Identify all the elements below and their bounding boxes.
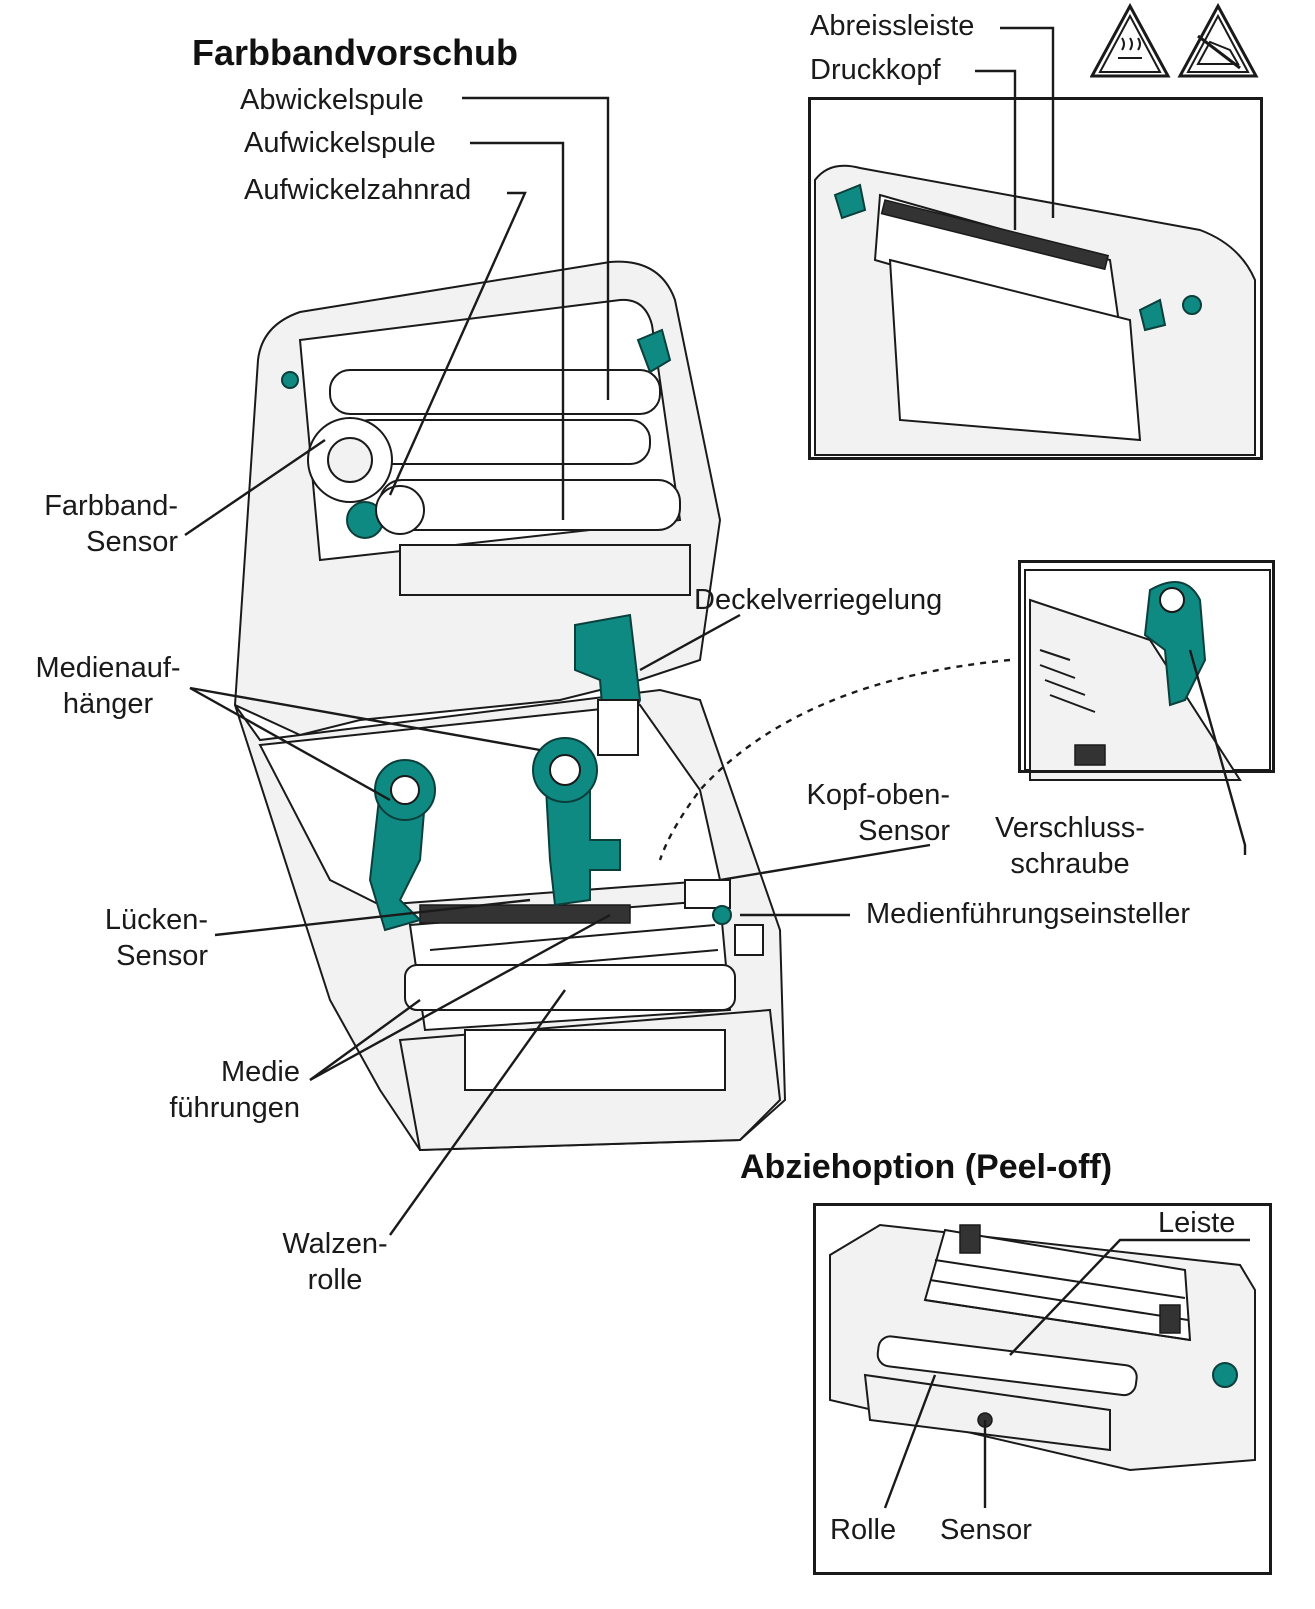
- label-medie-fuehrungen-line1: Medie: [221, 1056, 300, 1088]
- label-luecken-sensor-line1: Lücken-: [104, 904, 208, 936]
- label-farbband-sensor-line2: Sensor: [86, 526, 178, 558]
- label-medienaufhaenger: Medienauf- hänger: [8, 650, 208, 722]
- leader-lines: [184, 26, 1250, 1509]
- esd-caution-icon: [1177, 2, 1259, 78]
- label-abreissleiste: Abreissleiste: [810, 10, 975, 42]
- latch-inset-frame: [1018, 560, 1275, 773]
- label-leiste: Leiste: [1158, 1207, 1236, 1239]
- peel-off-inset-illustration: [829, 1223, 1256, 1472]
- warning-icons: [1090, 2, 1259, 78]
- label-druckkopf: Druckkopf: [810, 54, 941, 86]
- label-walzenrolle: Walzen- rolle: [250, 1226, 420, 1298]
- label-farbband-sensor: Farbband- Sensor: [0, 488, 178, 560]
- label-walzenrolle-line1: Walzen-: [282, 1228, 388, 1260]
- label-walzenrolle-line2: rolle: [307, 1264, 363, 1296]
- label-verschlussschraube: Verschluss- schraube: [960, 810, 1180, 882]
- label-medie-fuehrungen-line2: führungen: [169, 1092, 300, 1124]
- label-medienaufhaenger-line2: hänger: [62, 688, 154, 720]
- label-aufwickelspule: Aufwickelspule: [244, 127, 436, 159]
- label-luecken-sensor: Lücken- Sensor: [40, 902, 208, 974]
- label-farbband-sensor-line1: Farbband-: [44, 490, 178, 522]
- label-rolle: Rolle: [830, 1514, 897, 1546]
- label-kopf-oben-sensor-line1: Kopf-oben-: [806, 779, 951, 811]
- peel-option-title: Abziehoption (Peel-off): [740, 1148, 1113, 1186]
- label-medienaufhaenger-line1: Medienauf-: [35, 652, 181, 684]
- label-deckelverriegelung: Deckelverriegelung: [694, 584, 943, 616]
- label-verschlussschraube-line2: schraube: [1010, 848, 1130, 880]
- printhead-inset-illustration: [814, 164, 1256, 456]
- latch-inset-illustration: [1024, 569, 1271, 781]
- printhead-inset-frame: [808, 97, 1263, 460]
- label-kopf-oben-sensor: Kopf-oben- Sensor: [760, 777, 951, 849]
- label-medienfuehrungseinsteller: Medienführungseinsteller: [866, 898, 1191, 930]
- label-verschlussschraube-line1: Verschluss-: [995, 812, 1145, 844]
- label-medie-fuehrungen: Medie führungen: [120, 1054, 300, 1126]
- label-aufwickelzahnrad: Aufwickelzahnrad: [244, 174, 472, 206]
- label-luecken-sensor-line2: Sensor: [116, 940, 208, 972]
- label-sensor: Sensor: [940, 1514, 1032, 1546]
- ribbon-feed-title: Farbbandvorschub: [192, 32, 519, 73]
- printer-main-illustration: [233, 260, 787, 1152]
- label-kopf-oben-sensor-line2: Sensor: [858, 815, 950, 847]
- label-abwickelspule: Abwickelspule: [240, 84, 424, 116]
- peel-off-inset-frame: [813, 1203, 1272, 1575]
- hot-surface-warning-icon: [1090, 2, 1171, 78]
